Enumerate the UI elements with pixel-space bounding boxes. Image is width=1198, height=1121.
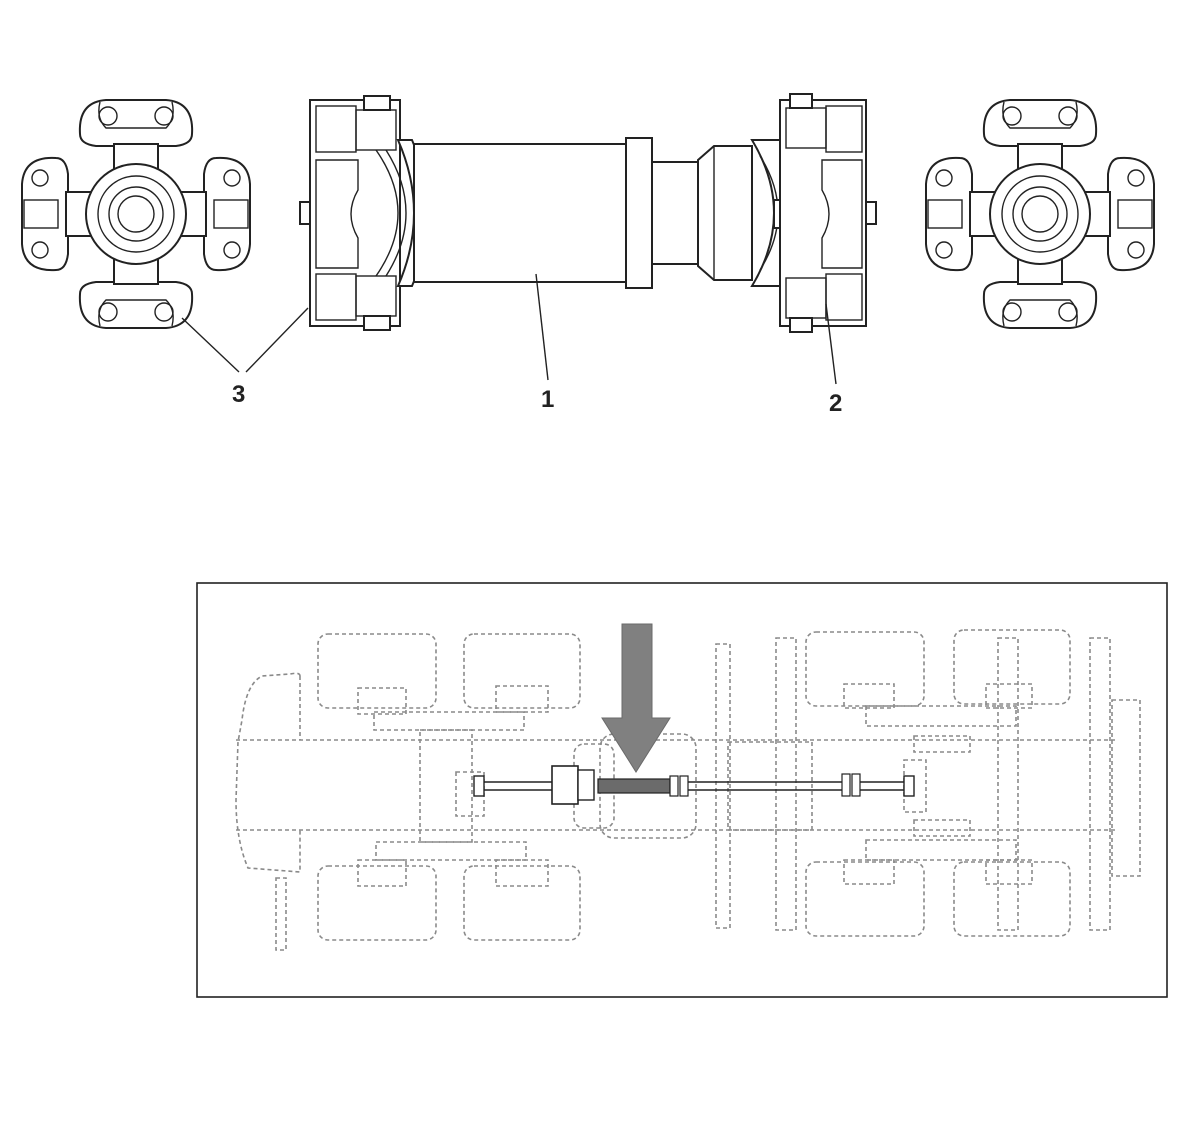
right-universal-joint-cross-icon: [925, 99, 1155, 329]
slip-yoke: [697, 145, 753, 281]
shaft-tube: [413, 143, 627, 283]
callout-label-3: 3: [232, 381, 245, 408]
cab-outline: [235, 672, 301, 873]
slip-shaft: [651, 161, 699, 265]
drive-shaft-assembly: [299, 93, 877, 333]
down-arrow-icon: [601, 623, 671, 773]
left-universal-joint-cross-icon: [21, 99, 251, 329]
right-yoke-flange: [750, 93, 877, 333]
highlighted-shaft-section: [597, 778, 671, 794]
left-yoke-flange: [299, 95, 429, 331]
front-left-wheel: [317, 633, 437, 709]
callout-leaders: [181, 273, 837, 385]
callout-label-1: 1: [541, 386, 554, 413]
vehicle-locator-panel: [196, 582, 1168, 998]
tube-collar: [625, 137, 653, 289]
callout-label-2: 2: [829, 390, 842, 417]
locator-drive-shaft: [473, 765, 915, 805]
